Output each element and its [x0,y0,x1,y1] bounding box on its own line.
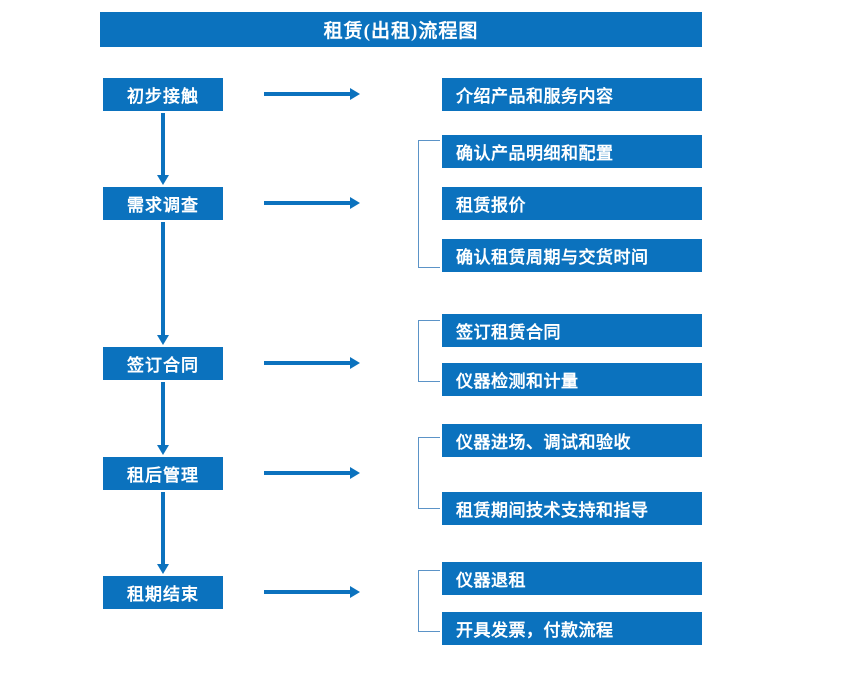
flow-arrow-down-contract-to-management [157,382,169,455]
stage-box-requirement-survey[interactable]: 需求调查 [103,187,223,220]
detail-box-instrument-return[interactable]: 仪器退租 [442,562,702,595]
bracket-sign-contract [418,320,440,382]
detail-box-sign-rental-contract[interactable]: 签订租赁合同 [442,314,702,347]
detail-box-confirm-rental-period[interactable]: 确认租赁周期与交货时间 [442,239,702,272]
detail-box-rental-quote[interactable]: 租赁报价 [442,187,702,220]
detail-box-invoice-payment[interactable]: 开具发票，付款流程 [442,612,702,645]
detail-box-confirm-product-details[interactable]: 确认产品明细和配置 [442,135,702,168]
bracket-post-rental-management [418,437,440,509]
detail-arrow-post-rental-management [264,467,360,479]
detail-box-instrument-testing[interactable]: 仪器检测和计量 [442,363,702,396]
bracket-requirement-survey [418,140,440,268]
stage-box-sign-contract[interactable]: 签订合同 [103,347,223,380]
detail-box-instrument-entry-commissioning[interactable]: 仪器进场、调试和验收 [442,424,702,457]
stage-box-initial-contact[interactable]: 初步接触 [103,78,223,111]
bracket-lease-end [418,570,440,632]
detail-arrow-requirement-survey [264,197,360,209]
stage-box-lease-end[interactable]: 租期结束 [103,576,223,609]
detail-box-technical-support[interactable]: 租赁期间技术支持和指导 [442,492,702,525]
flowchart-title: 租赁(出租)流程图 [100,12,702,47]
flow-arrow-down-management-to-lease-end [157,492,169,574]
detail-arrow-lease-end [264,586,360,598]
stage-box-post-rental-management[interactable]: 租后管理 [103,457,223,490]
detail-box-introduce-products[interactable]: 介绍产品和服务内容 [442,78,702,111]
flow-arrow-down-initial-to-survey [157,113,169,185]
detail-arrow-initial-contact [264,88,360,100]
flow-arrow-down-survey-to-contract [157,222,169,345]
detail-arrow-sign-contract [264,357,360,369]
